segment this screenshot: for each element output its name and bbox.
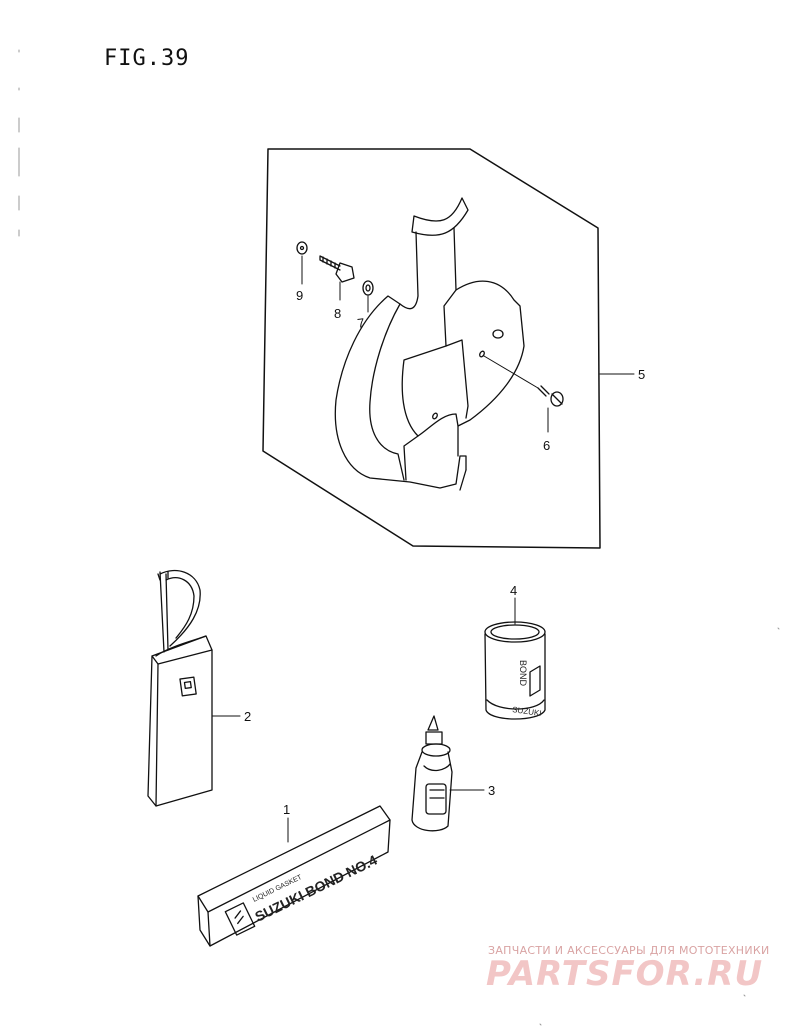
callout-3: 3 xyxy=(488,783,495,798)
can-print-bond: BOND xyxy=(518,660,528,687)
part-8-bolt xyxy=(319,255,355,283)
scan-specks xyxy=(18,49,780,1026)
can-print-brand: SUZUKI xyxy=(512,705,542,718)
callout-6: 6 xyxy=(543,438,550,453)
callout-9: 9 xyxy=(296,288,303,303)
part-6-screw xyxy=(537,385,564,407)
callout-1: 1 xyxy=(283,802,290,817)
part-2-bottle xyxy=(147,569,213,807)
part-5-holder xyxy=(334,197,525,491)
part-3-small-bottle xyxy=(411,715,453,832)
callout-5: 5 xyxy=(638,367,645,382)
assembly-frame xyxy=(262,148,601,549)
watermark-logo: PARTSFOR.RU xyxy=(486,954,764,994)
watermark-tagline: ЗАПЧАСТИ И АКСЕССУАРЫ ДЛЯ МОТОТЕХНИКИ xyxy=(488,944,770,957)
callout-labels: 1 2 3 4 5 6 7 8 9 xyxy=(244,288,645,817)
figure-title: FIG.39 xyxy=(104,46,190,71)
callout-2: 2 xyxy=(244,709,251,724)
callout-8: 8 xyxy=(334,306,341,321)
leader-lines xyxy=(211,255,635,843)
part-9-washer xyxy=(296,241,308,255)
part-7-washer xyxy=(362,280,374,296)
part-1-bond-box: LIQUID GASKET SUZUKI BOND NO.4 xyxy=(197,805,391,947)
callout-4: 4 xyxy=(510,583,517,598)
callout-7: 7 xyxy=(356,315,365,331)
